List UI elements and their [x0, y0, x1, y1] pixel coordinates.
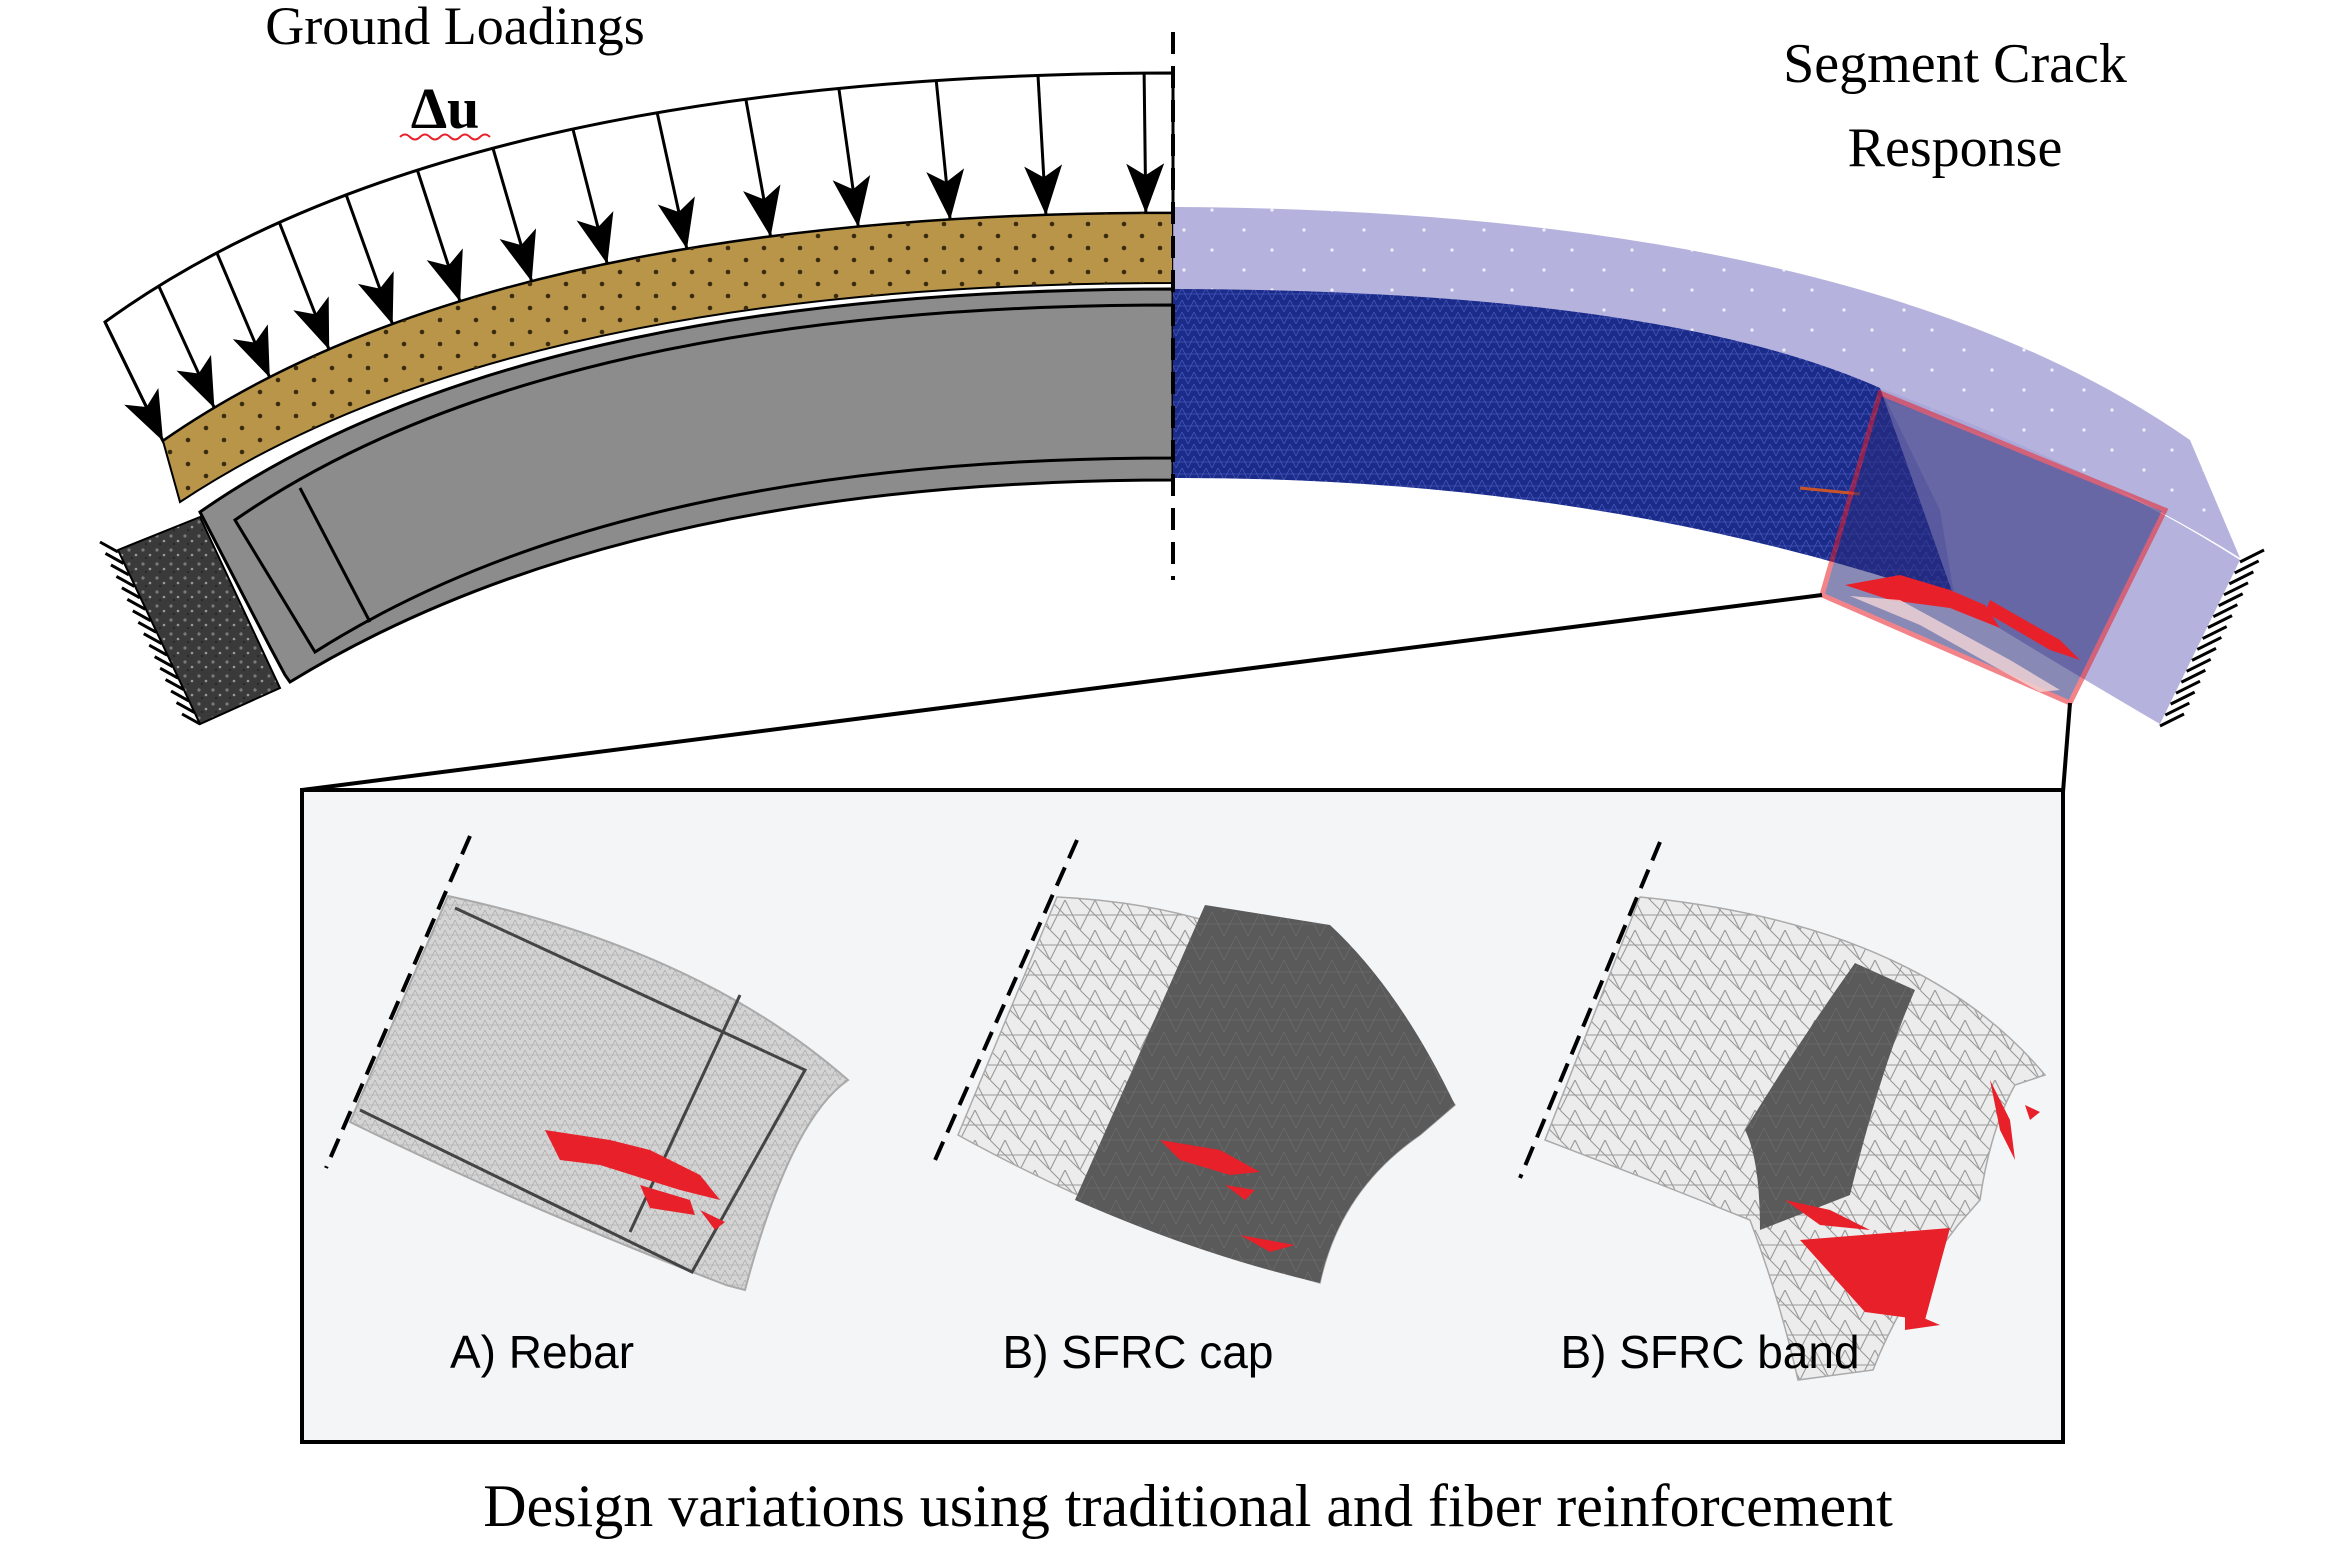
- support-hatch-line: [137, 620, 157, 634]
- support-hatch-line: [2217, 592, 2244, 608]
- delta-u-label: Δu: [411, 76, 480, 141]
- support-hatch-line: [2185, 657, 2212, 673]
- support-hatch-line: [132, 609, 152, 623]
- ground-loadings-label: Ground Loadings: [265, 0, 644, 56]
- support-hatch-line: [2180, 668, 2207, 684]
- support-hatch-line: [2175, 679, 2201, 695]
- segment-crack-label-line2: Response: [1848, 117, 2063, 179]
- support-hatch-line: [148, 643, 168, 657]
- support-hatch-line: [2212, 603, 2239, 619]
- support-hatch-line: [99, 540, 119, 554]
- load-arrow-head: [926, 168, 965, 220]
- support-hatch-line: [164, 678, 185, 691]
- support-hatch-line: [2169, 690, 2196, 706]
- load-arrow-head: [499, 228, 537, 282]
- support-hatch-line: [2201, 625, 2228, 640]
- load-arrow-head: [426, 248, 463, 302]
- load-arrow-head: [1126, 163, 1165, 214]
- panel-c-label: B) SFRC band: [1560, 1326, 1859, 1378]
- support-hatch-line: [2223, 581, 2249, 597]
- load-arrow-head: [176, 354, 215, 409]
- support-hatch-line: [143, 632, 163, 646]
- support-hatch-line: [2159, 712, 2185, 728]
- support-hatch-line: [159, 666, 179, 680]
- support-hatch-line: [170, 689, 190, 703]
- support-hatch-line: [2233, 559, 2260, 575]
- mesh-model-segment: [1173, 207, 2240, 724]
- zoom-line-left: [301, 593, 1823, 792]
- panel-rebar: A) Rebar: [324, 835, 850, 1378]
- load-arrow-head: [1024, 164, 1063, 216]
- panel-a-label: A) Rebar: [450, 1326, 634, 1378]
- support-hatch-line: [2191, 647, 2217, 662]
- panel-b-label: B) SFRC cap: [1003, 1326, 1274, 1378]
- load-arrow-head: [743, 184, 781, 237]
- support-hatch-line: [2196, 636, 2223, 651]
- segment-crack-label-line1: Segment Crack: [1783, 33, 2127, 95]
- support-hatch-line: [2164, 701, 2191, 717]
- support-hatch-line: [153, 655, 174, 668]
- support-hatch-line: [121, 586, 141, 600]
- panel-sfrc-band: B) SFRC band: [1518, 841, 2047, 1381]
- load-arrow-head: [657, 196, 695, 250]
- zoom-line-right: [2061, 702, 2072, 793]
- support-hatch-line: [104, 552, 125, 565]
- support-hatch-line: [110, 563, 130, 577]
- load-arrow-head: [576, 211, 614, 265]
- load-arrow-head: [232, 324, 270, 378]
- support-hatch-line: [175, 701, 196, 714]
- support-hatch-line: [115, 575, 136, 588]
- load-arrow-head: [293, 296, 330, 350]
- right-support: [2159, 548, 2265, 728]
- support-hatch-line: [2207, 614, 2233, 629]
- left-support: [99, 515, 282, 726]
- support-hatch-line: [2228, 570, 2255, 586]
- support-hatch-line: [2239, 548, 2265, 564]
- load-arrow-head: [357, 271, 394, 325]
- design-variations-panel: A) Rebar B) SFRC cap B) SFRC band: [300, 788, 2065, 1444]
- support-hatch-line: [126, 598, 147, 611]
- load-arrow-head: [832, 175, 871, 228]
- load-arrow-head: [124, 388, 164, 442]
- delta-u-underline: [399, 133, 491, 141]
- support-hatch-line: [181, 712, 201, 726]
- figure-caption: Design variations using traditional and …: [483, 1473, 1893, 1539]
- panel-sfrc-cap: B) SFRC cap: [930, 839, 1456, 1378]
